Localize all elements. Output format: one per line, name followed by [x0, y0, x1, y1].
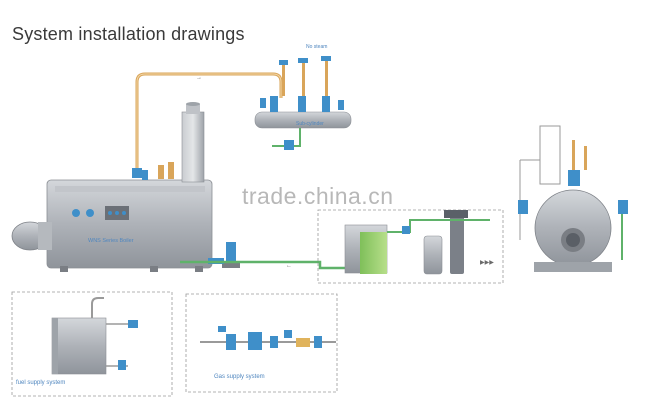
svg-text:←: ←: [286, 263, 292, 269]
boiler-label: WNS Series Boiler: [88, 238, 134, 244]
fuel-tank: [51, 297, 138, 375]
boiler-end-view: [518, 125, 628, 272]
water-tank: [344, 224, 388, 274]
svg-text:▶▶▶: ▶▶▶: [480, 260, 494, 266]
svg-text:→: →: [196, 75, 202, 81]
boiler-top-valves: [132, 162, 174, 180]
steam-header: [254, 56, 352, 150]
softener: [423, 210, 468, 275]
steam-header-label: Sub-cylinder: [296, 121, 324, 127]
feed-pump: [208, 242, 240, 268]
gas-supply-label: Gas supply system: [214, 374, 265, 380]
fuel-supply-label: fuel supply system: [16, 380, 65, 386]
treatment-valve: [402, 226, 410, 234]
feed-water-pipe: [180, 260, 350, 270]
watermark: trade.china.cn: [242, 183, 394, 209]
gas-supply-box: [185, 293, 338, 393]
main-boiler: [11, 179, 213, 272]
steam-header-top-label: No steam: [306, 44, 327, 50]
fuel-supply-box: [11, 291, 173, 397]
chimney: [181, 102, 205, 183]
water-treatment-box: [317, 209, 504, 284]
page-title: System installation drawings: [12, 24, 245, 44]
gas-train: [200, 326, 336, 350]
